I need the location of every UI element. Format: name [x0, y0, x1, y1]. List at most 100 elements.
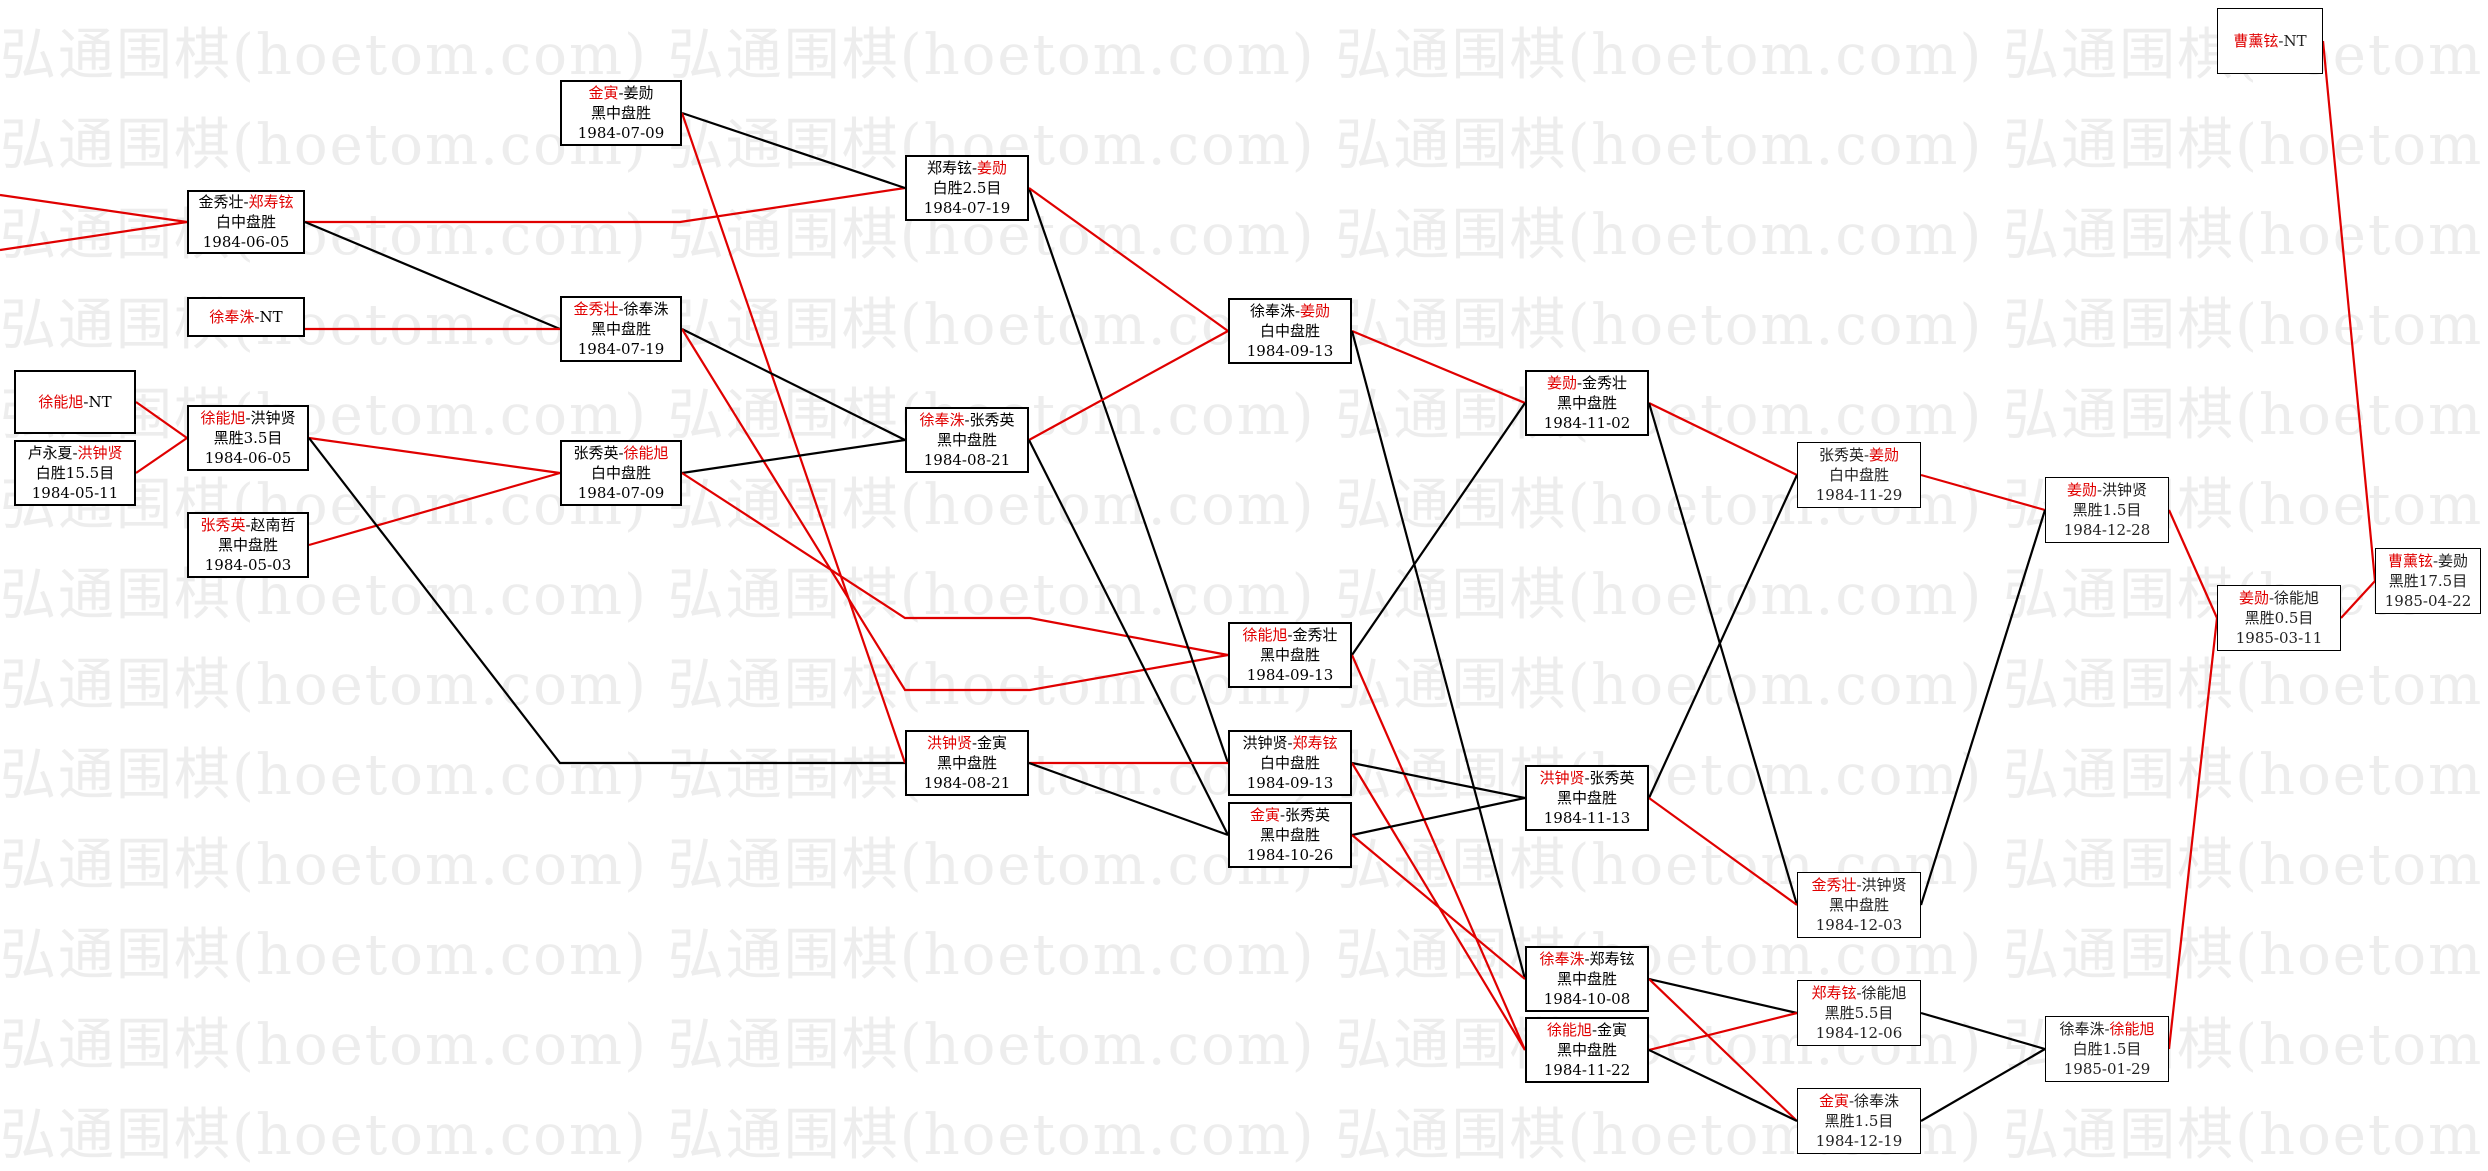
match-result: 黑中盘胜	[217, 536, 278, 554]
player-separator: -	[1848, 1092, 1855, 1110]
connector-line-winner	[1028, 187, 1229, 332]
match-players: 徐能旭-金寅	[1547, 1020, 1627, 1040]
connector-line-loser	[1920, 1011, 2046, 1051]
match-date: 1984-12-19	[1815, 1132, 1903, 1150]
match-date: 1985-04-22	[2384, 592, 2472, 610]
match-date: 1984-09-13	[1246, 342, 1334, 360]
match-result: 白中盘胜	[590, 464, 651, 482]
match-players: 张秀英-姜勋	[1819, 445, 1899, 465]
player-one: 曹薰铉	[2233, 32, 2279, 50]
match-result: 白中盘胜	[215, 213, 276, 231]
match-result: 白胜1.5目	[2072, 1040, 2142, 1058]
player-one: 洪钟贤	[926, 734, 972, 752]
player-one: 郑寿铉	[1811, 984, 1857, 1002]
player-two: 金寅	[1597, 1021, 1628, 1039]
player-one: 姜勋	[2066, 481, 2097, 499]
match-players: 金寅-徐奉洙	[1819, 1091, 1899, 1111]
player-one: 张秀英	[573, 444, 619, 462]
match-node-n2: 徐奉洙-NT	[187, 297, 305, 337]
player-separator: -	[2268, 589, 2275, 607]
match-result: 黑胜0.5目	[2244, 609, 2314, 627]
match-players: 金寅-姜勋	[588, 83, 653, 103]
connector-line-loser	[1351, 402, 1526, 656]
player-separator: -	[72, 444, 78, 462]
match-date: 1984-11-29	[1815, 486, 1903, 504]
match-date: 1984-06-05	[204, 449, 292, 467]
player-one: 曹薰铉	[2387, 552, 2433, 570]
match-players: 郑寿铉-徐能旭	[1811, 983, 1906, 1003]
player-two: 姜勋	[1300, 302, 1331, 320]
connector-line-winner	[308, 436, 561, 475]
match-players: 洪钟贤-张秀英	[1539, 768, 1634, 788]
connector-line-winner	[2167, 509, 2219, 619]
connector-line-winner	[1351, 329, 1526, 405]
match-date: 1984-08-21	[923, 451, 1011, 469]
player-two: NT	[2283, 32, 2307, 50]
player-one: 徐奉洙	[209, 308, 255, 326]
player-two: 郑寿铉	[1292, 734, 1338, 752]
player-separator: -	[1856, 984, 1862, 1002]
player-separator: -	[2432, 552, 2439, 570]
match-result: 黑中盘胜	[1556, 970, 1617, 988]
player-two: 张秀英	[1589, 769, 1635, 787]
match-players: 徐奉洙-郑寿铉	[1539, 949, 1634, 969]
connector-line-loser	[1919, 509, 2047, 906]
player-one: 姜勋	[2238, 589, 2269, 607]
connector-line-winner	[1350, 654, 1527, 1051]
player-two: NT	[259, 308, 283, 326]
player-separator: -	[618, 444, 624, 462]
player-one: 徐能旭	[1242, 626, 1288, 644]
match-result: 白中盘胜	[1259, 322, 1320, 340]
match-players: 徐奉洙-NT	[209, 307, 282, 327]
player-separator: -	[2096, 481, 2103, 499]
player-two: 郑寿铉	[248, 193, 294, 211]
player-two: 姜勋	[977, 159, 1008, 177]
match-players: 金寅-张秀英	[1250, 805, 1330, 825]
connector-line-winner	[1648, 797, 1798, 906]
player-separator: -	[1279, 806, 1286, 824]
match-result: 黑中盘胜	[1556, 394, 1617, 412]
player-separator: -	[2278, 32, 2284, 50]
player-separator: -	[964, 411, 970, 429]
connector-line-loser	[1648, 1049, 1798, 1122]
player-one: 金秀壮	[573, 300, 619, 318]
player-separator: -	[618, 300, 624, 318]
match-result: 黑胜5.5目	[1824, 1004, 1894, 1022]
player-one: 金秀壮	[1811, 876, 1857, 894]
player-separator: -	[1576, 374, 1583, 392]
connector-line-winner	[2340, 580, 2376, 619]
connector-line-loser	[1027, 187, 1230, 764]
match-date: 1984-10-26	[1246, 846, 1334, 864]
player-one: 郑寿铉	[926, 159, 972, 177]
match-players: 姜勋-洪钟贤	[2067, 480, 2147, 500]
match-players: 徐能旭-NT	[38, 392, 111, 412]
player-two: 金秀壮	[1582, 374, 1628, 392]
player-one: 金寅	[1249, 806, 1280, 824]
match-result: 黑胜1.5目	[1824, 1112, 1894, 1130]
player-two: 徐奉洙	[1854, 1092, 1900, 1110]
match-node-n24: 金寅-徐奉洙黑胜1.5目 1984-12-19	[1797, 1088, 1921, 1154]
match-node-n29: 曹薰铉-NT	[2217, 8, 2323, 74]
connector-line-winner	[2167, 617, 2219, 1050]
match-result: 黑胜17.5目	[2388, 572, 2468, 590]
match-players: 徐能旭-洪钟贤	[200, 408, 295, 428]
player-two: NT	[88, 393, 112, 411]
player-two: 徐能旭	[2274, 589, 2320, 607]
match-players: 曹薰铉-姜勋	[2388, 551, 2468, 571]
connector-line-winner	[0, 193, 188, 224]
player-one: 洪钟贤	[1242, 734, 1288, 752]
match-date: 1984-05-11	[31, 484, 119, 502]
